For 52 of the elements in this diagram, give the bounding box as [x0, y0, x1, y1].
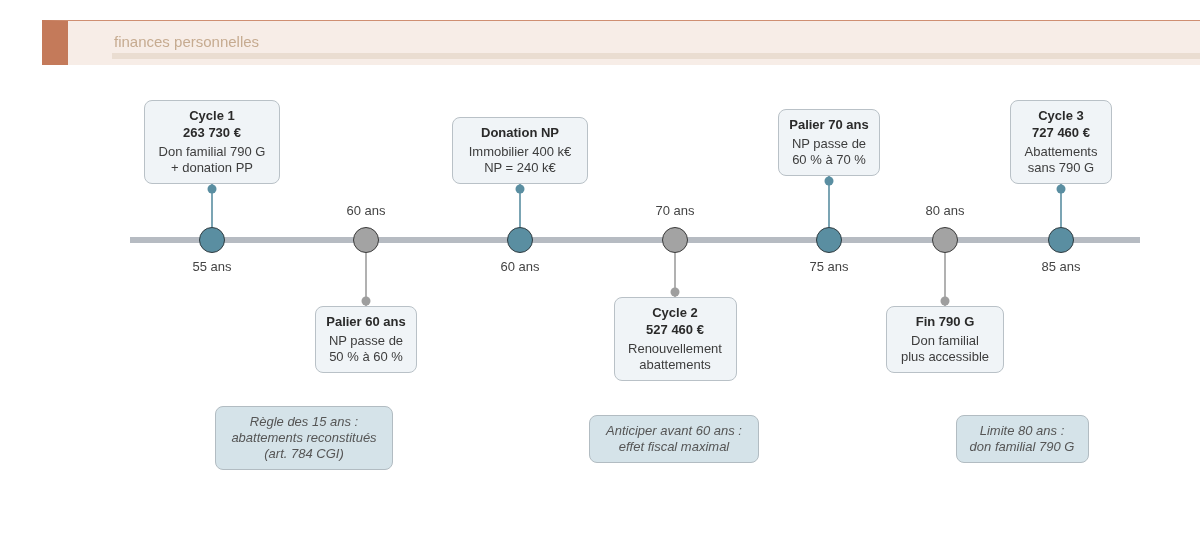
age-label: 75 ans — [809, 259, 849, 275]
leader-line — [1056, 183, 1066, 228]
note-card — [215, 406, 393, 470]
leader-line — [824, 175, 834, 228]
event-card — [144, 100, 280, 184]
note-card — [589, 415, 759, 463]
leader-line — [361, 252, 371, 307]
note-text: Limite 80 ans : don familial 790 G — [968, 423, 1076, 455]
card-heading: 527 460 € — [645, 321, 705, 338]
note-text: Anticiper avant 60 ans : effet fiscal maximal — [604, 423, 743, 455]
milestone-marker — [1048, 227, 1074, 253]
leader-line — [670, 252, 680, 298]
age-label: 60 ans — [500, 259, 540, 275]
card-heading: Cycle 3 — [1037, 107, 1085, 124]
card-text: NP passe de 60 % à 70 % — [790, 136, 868, 168]
milestone-marker — [816, 227, 842, 253]
card-text: Abattements sans 790 G — [1023, 144, 1099, 176]
leader-line — [207, 183, 217, 228]
card-text: Don familial 790 G + donation PP — [157, 144, 267, 176]
card-text: Don familial plus accessible — [899, 333, 991, 365]
card-heading: Palier 70 ans — [788, 116, 870, 133]
event-card — [1010, 100, 1112, 184]
milestone-marker — [932, 227, 958, 253]
event-card — [452, 117, 588, 184]
milestone-marker — [662, 227, 688, 253]
age-label: 80 ans — [925, 203, 965, 219]
age-label: 85 ans — [1041, 259, 1081, 275]
age-label: 60 ans — [346, 203, 386, 219]
card-text: Immobilier 400 k€ NP = 240 k€ — [467, 144, 573, 176]
leader-line — [940, 252, 950, 307]
age-label: 55 ans — [192, 259, 232, 275]
milestone-marker — [353, 227, 379, 253]
tagline: finances personnelles — [114, 33, 260, 51]
note-card — [955, 415, 1089, 463]
event-card — [886, 306, 1004, 373]
milestone-marker — [199, 227, 225, 253]
card-heading: Cycle 1 — [188, 107, 236, 124]
card-text: Renouvellement abattements — [627, 341, 723, 373]
leader-line — [515, 183, 525, 228]
card-heading: Fin 790 G — [914, 313, 976, 330]
milestone-marker — [507, 227, 533, 253]
card-heading: 727 460 € — [1031, 124, 1091, 141]
card-heading: Cycle 2 — [651, 304, 699, 321]
card-heading: Palier 60 ans — [325, 313, 407, 330]
age-label: 70 ans — [655, 203, 695, 219]
event-card — [613, 297, 737, 381]
note-text: Règle des 15 ans : abattements reconstitués (art. 784 CGI) — [230, 414, 378, 462]
event-card — [778, 109, 880, 176]
event-card — [315, 306, 417, 373]
card-heading: Donation NP — [480, 124, 560, 141]
card-text: NP passe de 50 % à 60 % — [327, 333, 405, 365]
card-heading: 263 730 € — [182, 124, 242, 141]
